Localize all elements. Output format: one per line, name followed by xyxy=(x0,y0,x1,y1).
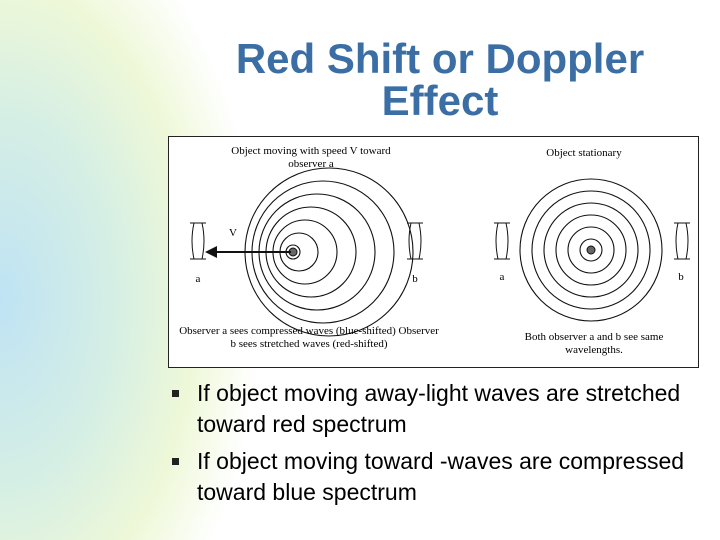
right-wavefronts xyxy=(519,178,663,322)
page-title: Red Shift or Doppler Effect xyxy=(235,35,645,124)
bullet-item: If object moving toward -waves are compr… xyxy=(168,446,688,508)
right-caption: Object stationary xyxy=(546,147,622,159)
bullet-text: If object moving away-light waves are st… xyxy=(197,380,681,437)
doppler-diagram: Object moving with speed V toward observ… xyxy=(168,136,699,368)
right-observer-b-shape xyxy=(674,222,690,260)
left-caption: Object moving with speed V toward observ… xyxy=(231,145,391,170)
right-observer-a-label: a xyxy=(499,271,505,283)
velocity-label: V xyxy=(229,227,237,239)
right-note: Both observer a and b see same wavelengt… xyxy=(524,331,664,356)
left-observer-a-shape xyxy=(190,222,206,260)
left-observer-a-label: a xyxy=(195,273,201,285)
bullet-text: If object moving toward -waves are compr… xyxy=(197,448,685,505)
right-observer-a-shape xyxy=(494,222,510,260)
left-observer-b-shape xyxy=(407,222,423,260)
right-observer-b-label: b xyxy=(678,271,684,283)
square-bullet-icon xyxy=(172,458,179,465)
velocity-arrowhead xyxy=(205,246,217,258)
right-source-dot xyxy=(586,245,596,255)
bullet-list: If object moving away-light waves are st… xyxy=(168,378,688,514)
bullet-item: If object moving away-light waves are st… xyxy=(168,378,688,440)
square-bullet-icon xyxy=(172,390,179,397)
doppler-diagram-graphic xyxy=(190,167,690,337)
left-observer-b-label: b xyxy=(412,273,418,285)
left-note: Observer a sees compressed waves (blue-s… xyxy=(179,325,439,350)
